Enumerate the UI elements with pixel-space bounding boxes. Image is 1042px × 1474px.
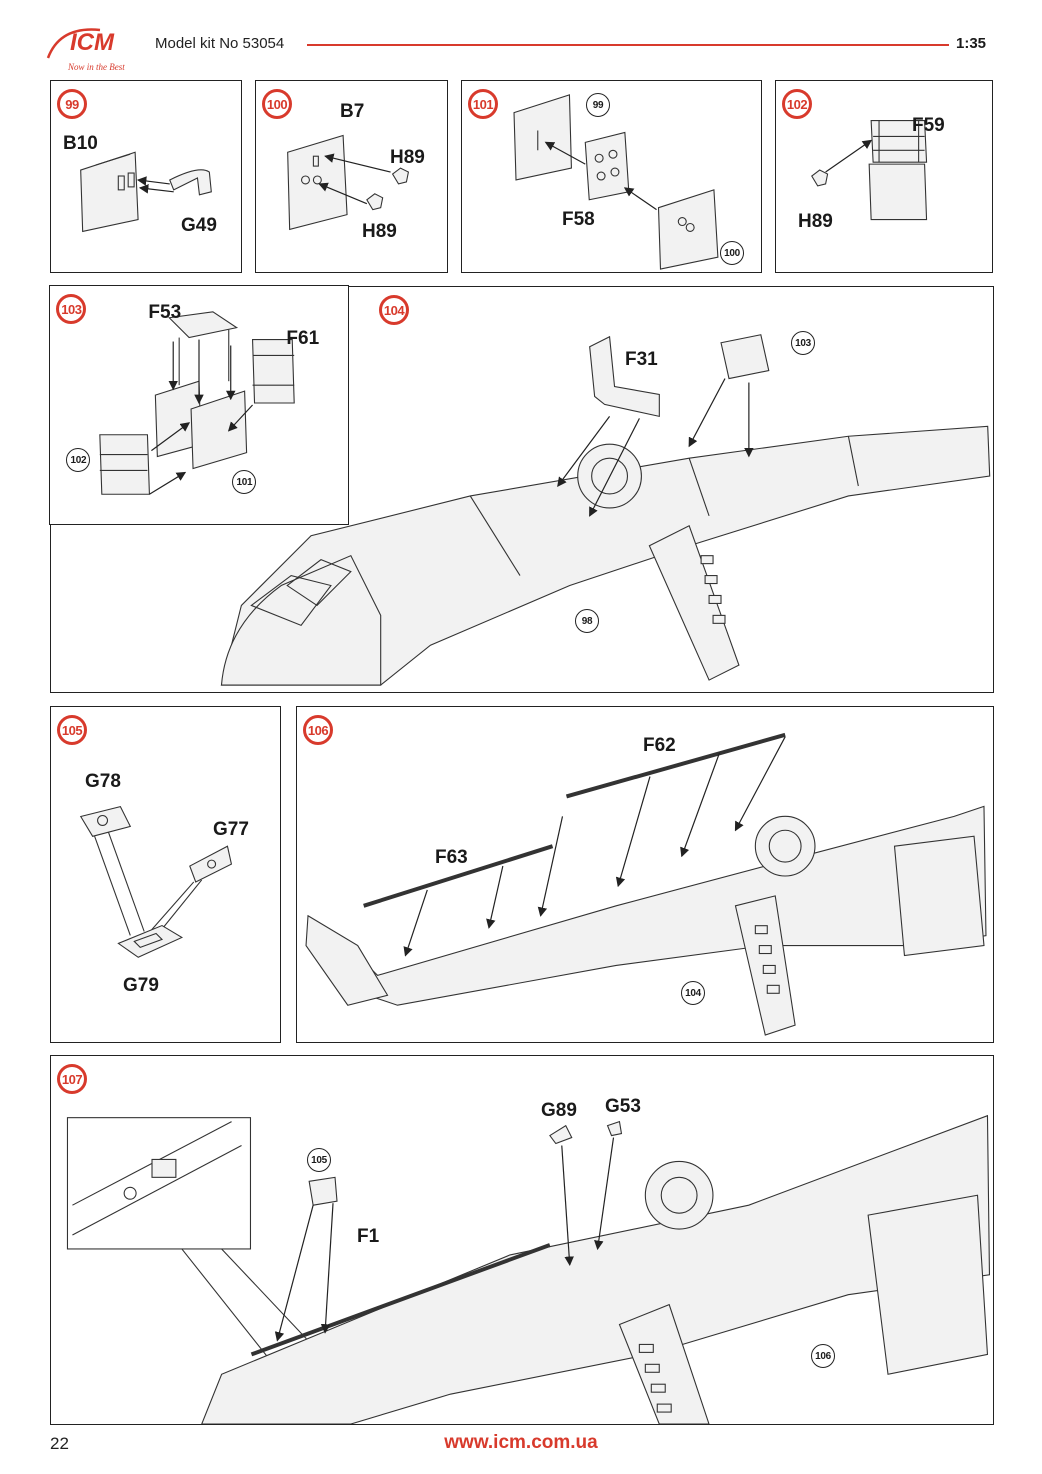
step-99-panel: 99 B10 G49 (50, 80, 242, 273)
header-rule (307, 44, 949, 46)
ref-step-99: 99 (586, 93, 610, 117)
step-number-99: 99 (57, 89, 87, 119)
part-label-g77: G77 (213, 819, 249, 840)
step-105-drawing (79, 805, 233, 958)
step-number-104: 104 (379, 295, 409, 325)
step-99-drawing (80, 151, 212, 233)
part-label-f53: F53 (148, 302, 182, 324)
part-label-f62: F62 (643, 735, 676, 756)
part-label-h89-upper: H89 (390, 147, 425, 168)
page-number: 22 (50, 1434, 69, 1453)
part-label-g49: G49 (181, 215, 217, 236)
part-label-f58: F58 (562, 209, 595, 230)
part-label-f1: F1 (357, 1226, 380, 1247)
step-104-drawing (220, 334, 991, 686)
icm-logo: ICM Now in the Best (40, 18, 150, 78)
step-number-106: 106 (303, 715, 333, 745)
part-label-h89: H89 (798, 211, 833, 232)
step-102-drawing (811, 120, 928, 221)
step-101-panel: 101 99 F58 100 (461, 80, 762, 273)
kit-title: Model kit No 53054 (155, 35, 285, 52)
step-104-panel: 103 F53 F61 102 101 104 F31 103 98 (49, 285, 994, 693)
ref-step-102: 102 (66, 448, 91, 473)
part-label-g89: G89 (541, 1100, 577, 1121)
step-number-107: 107 (57, 1064, 87, 1094)
part-label-b7: B7 (340, 101, 365, 122)
part-label-g78: G78 (85, 771, 121, 792)
part-label-f63: F63 (435, 847, 468, 868)
svg-text:Now in the Best: Now in the Best (67, 62, 125, 72)
part-label-f61: F61 (286, 328, 320, 350)
step-number-101: 101 (468, 89, 498, 119)
part-label-b10: B10 (63, 133, 98, 154)
step-number-103: 103 (56, 294, 87, 325)
step-107-panel: 107 G89 G53 F1 105 106 (50, 1055, 994, 1425)
step-number-105: 105 (57, 715, 87, 745)
step-107-drawing (66, 1114, 991, 1424)
step-105-panel: 105 G78 G77 G79 (50, 706, 281, 1043)
svg-text:ICM: ICM (70, 29, 115, 56)
ref-step-104: 104 (681, 981, 705, 1005)
ref-step-98: 98 (575, 609, 599, 633)
ref-step-106: 106 (811, 1344, 835, 1368)
part-label-f59: F59 (912, 115, 945, 136)
step-101-drawing (513, 94, 719, 270)
kit-scale: 1:35 (956, 35, 987, 52)
part-label-g53: G53 (605, 1096, 641, 1117)
step-102-panel: 102 F59 H89 (775, 80, 993, 273)
step-100-drawing (287, 134, 410, 231)
website-url[interactable]: www.icm.com.ua (444, 1432, 598, 1453)
step-103-panel: 103 F53 F61 102 101 (49, 285, 350, 526)
part-label-g79: G79 (123, 975, 159, 996)
step-106-panel: 106 F62 F63 104 (296, 706, 994, 1043)
step-103-drawing (99, 311, 296, 496)
ref-step-100: 100 (720, 241, 744, 265)
part-label-h89-lower: H89 (362, 221, 397, 242)
ref-step-103: 103 (791, 331, 815, 355)
ref-step-105: 105 (307, 1148, 331, 1172)
ref-step-101: 101 (232, 470, 257, 495)
part-label-f31: F31 (625, 349, 658, 370)
step-106-drawing (305, 732, 987, 1036)
step-number-102: 102 (782, 89, 812, 119)
step-100-panel: 100 B7 H89 H89 (255, 80, 448, 273)
step-number-100: 100 (262, 89, 292, 119)
